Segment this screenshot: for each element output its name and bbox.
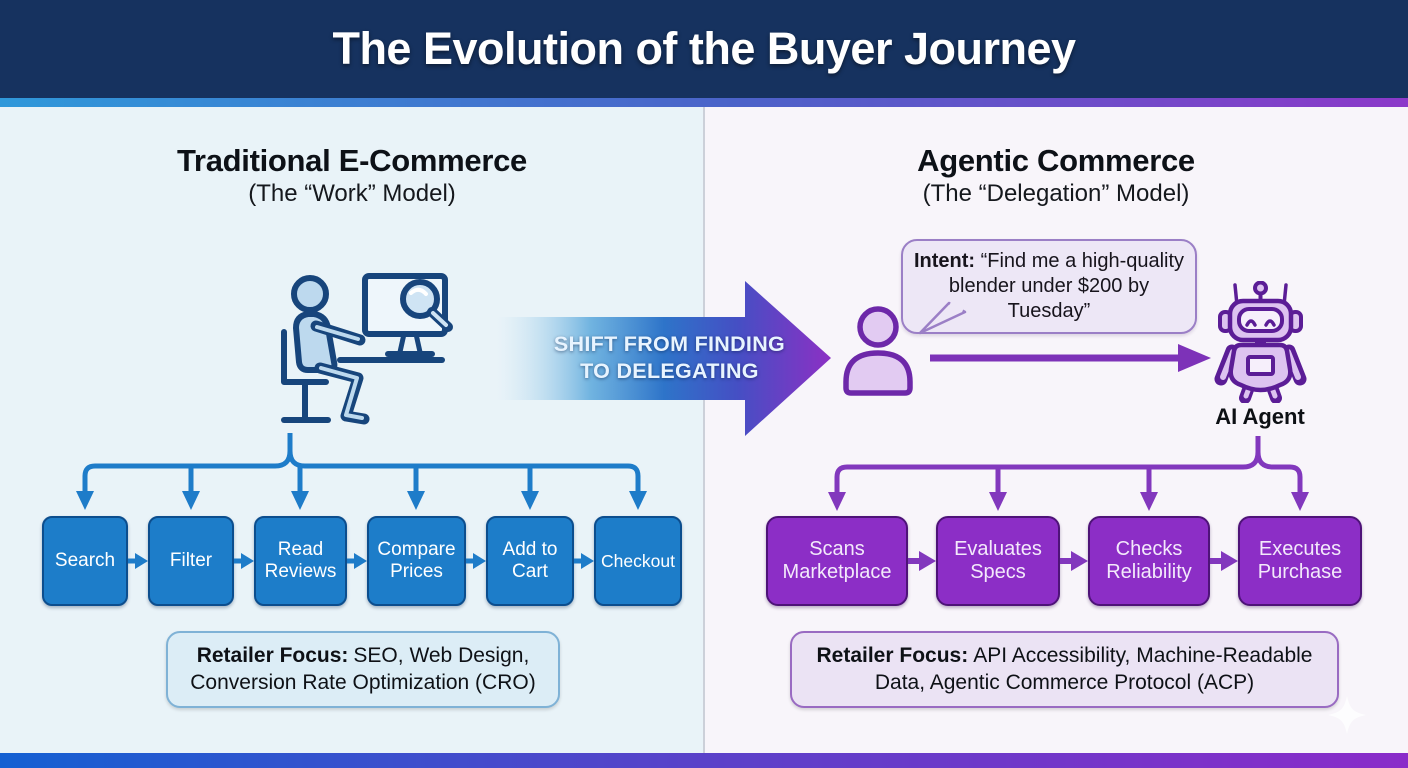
agentic-steps-row: Scans Marketplace Evaluates Specs Checks… <box>766 516 1362 606</box>
sparkle-icon <box>1328 696 1366 734</box>
intent-text: “Find me a high-quality blender under $2… <box>948 250 1185 322</box>
step-executes-purchase: Executes Purchase <box>1238 516 1362 606</box>
footer-accent-strip <box>0 753 1408 768</box>
traditional-subtitle: (The “Work” Model) <box>248 180 456 207</box>
agentic-branch-connector <box>828 436 1309 511</box>
page-title: The Evolution of the Buyer Journey <box>332 23 1076 74</box>
shift-arrow-label: SHIFT FROM FINDING TO DELEGATING <box>527 331 812 384</box>
step-checkout: Checkout <box>594 516 682 606</box>
traditional-steps-row: Search Filter Read Reviews Compare Price… <box>42 516 682 606</box>
step-scans-marketplace: Scans Marketplace <box>766 516 908 606</box>
retailer-focus-text: API Accessibility, Machine-Readable Data… <box>874 644 1313 695</box>
panel-divider <box>703 107 705 753</box>
traditional-branch-connector <box>76 433 647 510</box>
flow-arrow-icon <box>574 549 594 573</box>
step-read-reviews: Read Reviews <box>254 516 347 606</box>
delegation-arrow-icon <box>930 344 1211 372</box>
agentic-title: Agentic Commerce <box>917 143 1195 178</box>
header-accent-strip <box>0 98 1408 107</box>
step-compare-prices: Compare Prices <box>367 516 466 606</box>
flow-arrow-icon <box>347 549 367 573</box>
buyer-icon <box>843 306 913 396</box>
flow-arrow-icon <box>128 549 148 573</box>
shift-arrow-line2: TO DELEGATING <box>580 358 759 383</box>
step-evaluates-specs: Evaluates Specs <box>936 516 1060 606</box>
step-checks-reliability: Checks Reliability <box>1088 516 1210 606</box>
step-add-to-cart: Add to Cart <box>486 516 574 606</box>
flow-arrow-icon <box>1060 548 1088 574</box>
header-bar: The Evolution of the Buyer Journey <box>0 0 1408 98</box>
ai-agent-label: AI Agent <box>1215 404 1305 429</box>
shift-arrow <box>497 281 831 436</box>
flow-arrow-icon <box>466 549 486 573</box>
flow-arrow-icon <box>234 549 254 573</box>
speech-bubble-tail <box>918 301 967 335</box>
retailer-focus-text: SEO, Web Design, Conversion Rate Optimiz… <box>190 644 536 695</box>
flow-arrow-icon <box>908 548 936 574</box>
traditional-retailer-focus: Retailer Focus:SEO, Web Design, Conversi… <box>166 631 560 708</box>
step-search: Search <box>42 516 128 606</box>
shopper-at-computer-icon <box>281 273 453 425</box>
agentic-retailer-focus: Retailer Focus:API Accessibility, Machin… <box>790 631 1339 708</box>
ai-agent-icon <box>1214 281 1307 403</box>
agentic-subtitle: (The “Delegation” Model) <box>922 180 1190 207</box>
retailer-focus-label: Retailer Focus: <box>816 644 969 667</box>
flow-arrow-icon <box>1210 548 1238 574</box>
traditional-title: Traditional E-Commerce <box>177 143 527 178</box>
shift-arrow-line1: SHIFT FROM FINDING <box>553 332 786 356</box>
intent-label: Intent: <box>913 250 976 272</box>
retailer-focus-label: Retailer Focus: <box>196 644 349 667</box>
step-filter: Filter <box>148 516 234 606</box>
